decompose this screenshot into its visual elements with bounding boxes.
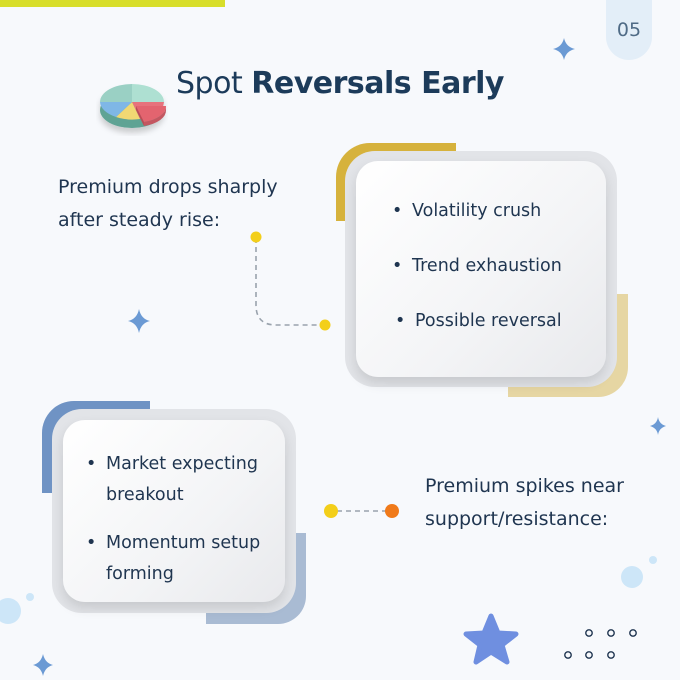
bubble-decoration	[26, 593, 34, 601]
page-number: 05	[616, 19, 642, 41]
section1-connector	[250, 231, 331, 331]
section2-bullet-list: Market expecting breakout Momentum setup…	[86, 449, 276, 590]
connector-dot-orange	[385, 504, 399, 518]
section2-description: Premium spikes near support/resistance:	[425, 475, 624, 530]
section1-bullet-2: Trend exhaustion	[392, 251, 606, 282]
sparkle-icon	[33, 654, 53, 676]
title-light: Spot	[176, 66, 252, 101]
title-bold: Reversals Early	[251, 66, 504, 101]
section2-bullet-2: Momentum setup forming	[86, 528, 276, 590]
star-icon	[463, 613, 519, 665]
dots-grid-decoration	[564, 629, 637, 659]
sparkle-icon	[128, 309, 150, 333]
section1-bullet-list: Volatility crush Trend exhaustion Possib…	[392, 196, 606, 337]
connector-dot-yellow	[324, 504, 338, 518]
section2-connector	[324, 504, 399, 518]
section1-bullet-3: Possible reversal	[395, 306, 606, 337]
sparkle-icon	[553, 38, 575, 60]
bubble-decoration	[621, 566, 643, 588]
section1-bullet-1: Volatility crush	[392, 196, 606, 227]
pie-chart-icon	[100, 84, 167, 128]
bubble-decoration	[0, 598, 21, 624]
sparkle-icon	[650, 417, 666, 435]
section2-card: Market expecting breakout Momentum setup…	[63, 420, 285, 602]
connector-dot-end	[319, 319, 331, 331]
top-accent-bar	[0, 0, 225, 7]
section1-description: Premium drops sharply after steady rise:	[58, 176, 278, 231]
bubble-decoration	[649, 556, 657, 564]
page-title: Spot Reversals Early	[150, 66, 530, 101]
section1-card: Volatility crush Trend exhaustion Possib…	[356, 161, 606, 377]
page-number-tab: 05	[606, 0, 652, 60]
section2-bullet-1: Market expecting breakout	[86, 449, 276, 511]
